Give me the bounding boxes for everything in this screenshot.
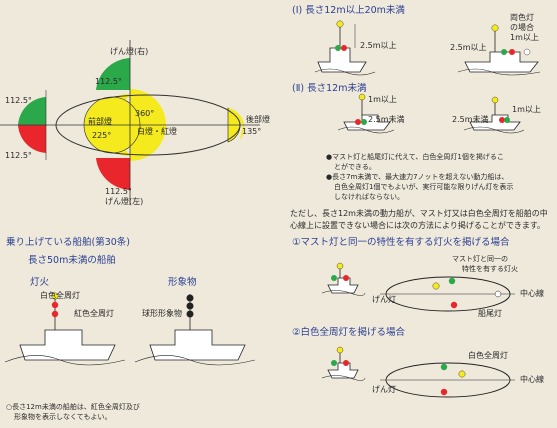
case2-centerline-label: 中心線	[520, 375, 544, 384]
aground-note-l2: 形象物を表示しなくてもよい。	[14, 413, 112, 421]
deg-112-top-left: 112.5°	[5, 96, 32, 105]
section1-dim-b: 2.5m以上	[450, 43, 487, 52]
section2-bullet2-l1: ●長さ7m未満で、最大速力7ノットを超えない動力船は、	[326, 173, 509, 181]
section1-dim-a: 2.5m以上	[360, 41, 397, 50]
case1-centerline-label: 中心線	[520, 289, 544, 298]
section1-note3: 1m以上	[510, 33, 539, 42]
centerline-intro-l2: 心線上に設置できない場合には次の方法により掲げることができます。	[290, 221, 546, 230]
section1-note1: 両色灯	[510, 13, 534, 22]
sector-diagram	[0, 40, 260, 205]
red-allround-label: 紅色全周灯	[74, 309, 114, 318]
case2-sidelight-label: げん灯	[372, 385, 396, 394]
section2-dim-a: 1m以上	[368, 95, 397, 104]
deg-112-top: 112.5°	[95, 77, 122, 86]
case1-label-l2: 特性を有する灯火	[462, 265, 518, 273]
case1-diagram	[321, 262, 515, 312]
stern-light-label: 後部燈	[246, 115, 270, 124]
allround-deg-label: 360°	[135, 109, 155, 118]
section2-bullet2-l2: 白色全周灯1個でもよいが、実行可能な限りげん灯を表示	[334, 183, 514, 191]
section1-note2: の場合	[510, 23, 534, 32]
port-light-label: げん燈(左)	[105, 197, 144, 206]
starboard-light-label: げん燈(右)	[110, 47, 149, 56]
starboard-sector	[96, 58, 130, 90]
case1-title: ①マスト灯と同一の特性を有する灯火を掲げる場合	[292, 237, 510, 248]
masthead-deg-label: 225°	[92, 131, 112, 140]
port-sector-left	[18, 125, 46, 153]
section2-bullet2-l3: しなければならない。	[334, 193, 404, 201]
ball-shapes-label: 球形形象物	[142, 309, 182, 318]
section2-bullet1-l1: ●マスト灯と船尾灯に代えて、白色全周灯1個を掲げるこ	[326, 153, 504, 161]
section2-vessels	[337, 93, 525, 134]
centerline-intro-l1: ただし、長さ12m未満の動力船が、マスト灯又は白色全周灯を船舶の中	[290, 209, 548, 218]
port-sector	[96, 158, 130, 190]
stern-sector-fill	[228, 108, 245, 140]
aground-vessels	[4, 292, 256, 366]
aground-note-l1: ○長さ12m未満の船舶は、紅色全周灯及び	[6, 403, 140, 411]
case1-sidelight-label: げん灯	[372, 295, 396, 304]
starboard-sector-left	[18, 97, 46, 125]
case2-title: ②白色全周灯を掲げる場合	[292, 327, 406, 338]
deg-112-bottom: 112.5°	[105, 187, 132, 196]
masthead-light-label: 前部燈	[88, 117, 112, 126]
white-allround-label: 白色全周灯	[40, 291, 80, 300]
shapes-heading: 形象物	[168, 277, 197, 288]
section2-bullet1-l2: とができる。	[334, 163, 376, 171]
aground-subtitle: 長さ50m未満の船舶	[28, 255, 116, 266]
allround-light-label: 白燈・紅燈	[137, 127, 177, 136]
case2-allround-label: 白色全周灯	[468, 351, 508, 360]
section1-title: (Ⅰ) 長さ12m以上20m未満	[292, 5, 405, 16]
section1-vessels	[314, 20, 541, 76]
case2-diagram	[321, 346, 515, 398]
case1-stern-light-label: 船尾灯	[478, 309, 502, 318]
section2-dim-d: 2.5m未満	[452, 115, 489, 124]
aground-title: 乗り上げている船舶(第30条)	[6, 237, 131, 248]
section2-title: (Ⅱ) 長さ12m未満	[292, 83, 367, 94]
lights-heading: 灯火	[30, 277, 50, 288]
stern-deg-label: 135°	[242, 127, 262, 136]
deg-112-bottom-left: 112.5°	[5, 151, 32, 160]
case1-label-l1: マスト灯と同一の	[452, 255, 508, 263]
section2-dim-b: 2.5m未満	[368, 115, 405, 124]
section2-dim-c: 1m以上	[512, 105, 541, 114]
